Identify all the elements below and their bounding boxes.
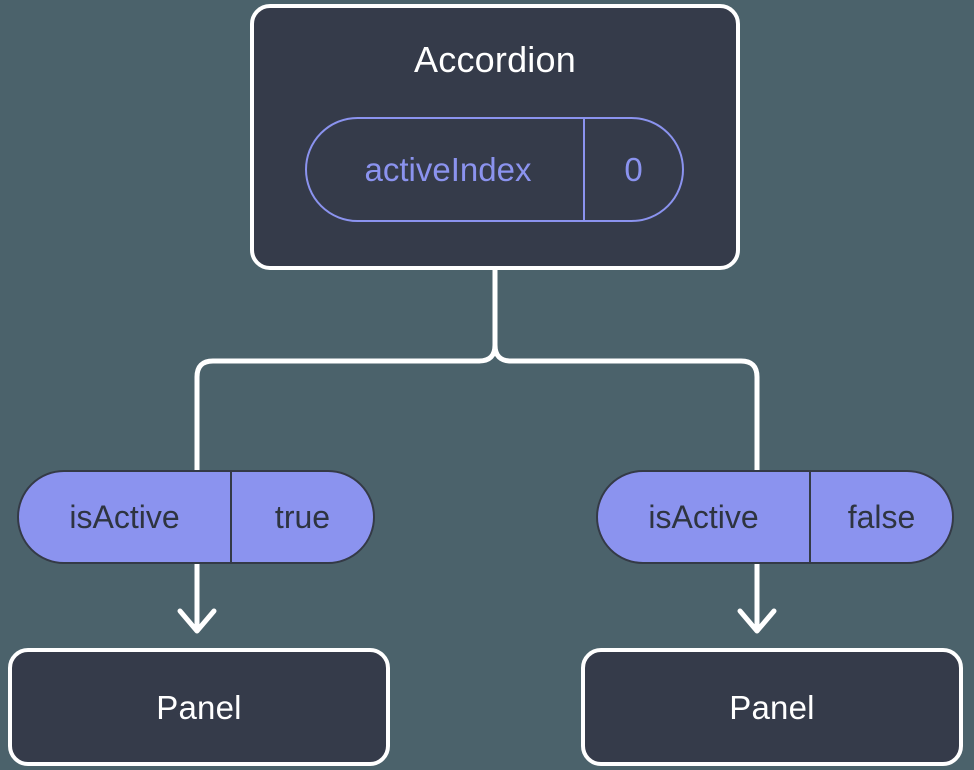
node-accordion-title: Accordion (414, 39, 576, 80)
connector-trunk-mirror (476, 342, 498, 364)
arrow-head-right-icon (737, 608, 777, 634)
connector-branch-left (194, 358, 482, 473)
prop-chip-is-active-left-label: isActive (19, 472, 232, 562)
prop-chip-is-active-left[interactable]: isActive true (17, 470, 375, 564)
prop-chip-is-active-right-value: false (847, 499, 916, 535)
node-panel-left[interactable]: Panel (8, 648, 390, 766)
prop-chip-is-active-right[interactable]: isActive false (596, 470, 954, 564)
connector-branch-right (508, 358, 760, 473)
state-chip-active-index-value: 0 (624, 151, 643, 188)
arrow-head-left-icon (177, 608, 217, 634)
node-panel-right[interactable]: Panel (581, 648, 963, 766)
prop-chip-is-active-right-label: isActive (598, 472, 811, 562)
prop-chip-is-active-left-value: true (274, 499, 331, 535)
state-chip-active-index[interactable]: activeIndex 0 (305, 117, 684, 222)
state-chip-active-index-label: activeIndex (307, 119, 585, 220)
connector-trunk (492, 263, 514, 364)
node-panel-right-title: Panel (729, 688, 815, 726)
node-panel-left-title: Panel (156, 688, 242, 726)
